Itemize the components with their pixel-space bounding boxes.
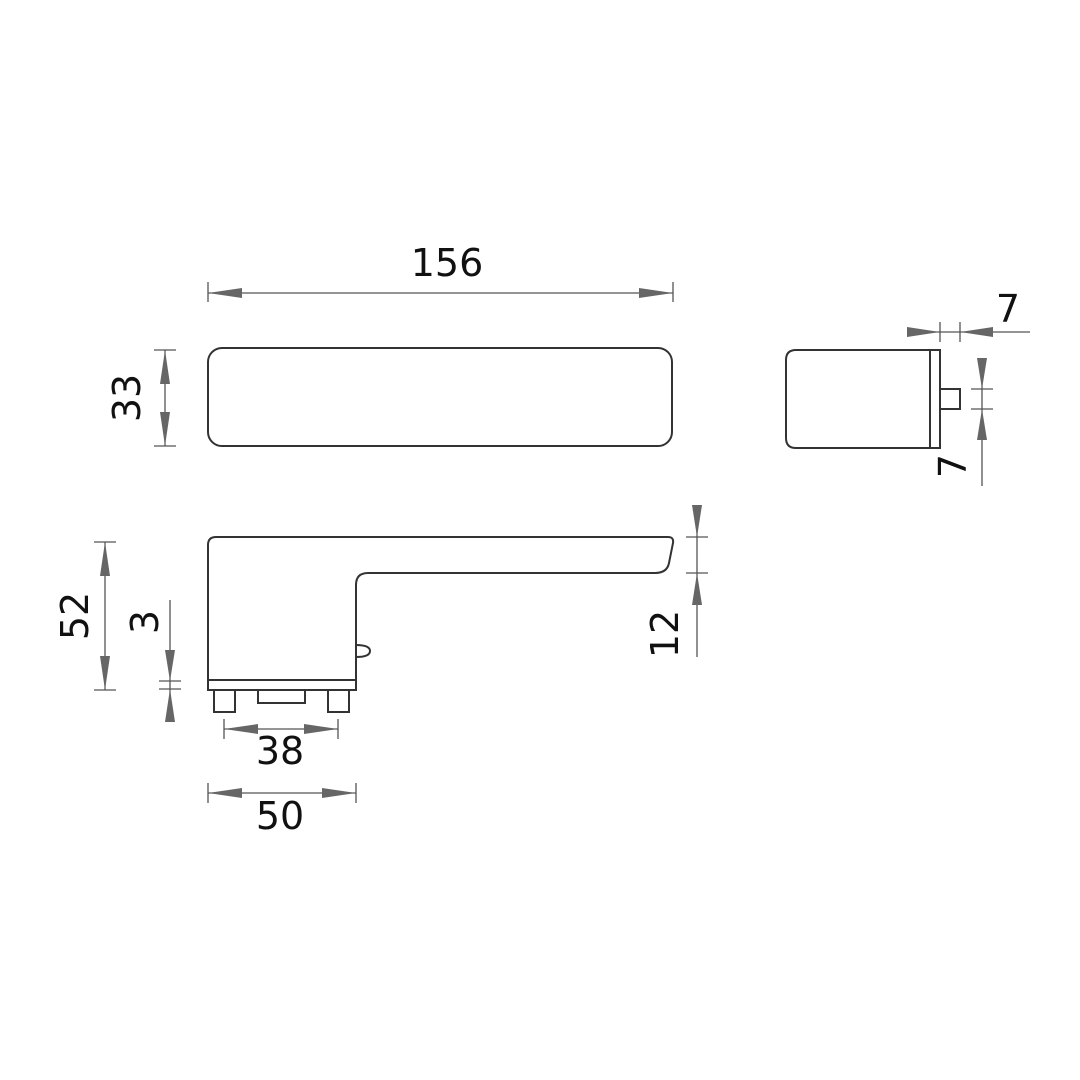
dim-label-length: 156 (411, 241, 484, 285)
dim-rose-length: 50 (207, 783, 357, 838)
dim-label-plate: 3 (123, 610, 167, 634)
dim-label-height: 52 (53, 592, 97, 640)
fixing-post-right (327, 689, 350, 713)
fixing-post-left (213, 689, 236, 713)
dim-plate: 3 (123, 600, 181, 722)
dim-label-width: 33 (105, 374, 149, 422)
lever-top-outline (207, 347, 673, 447)
dim-height: 52 (53, 541, 116, 691)
dim-label-rose-thickness: 7 (996, 287, 1020, 331)
dim-label-spindle: 7 (931, 454, 975, 478)
dim-length: 156 (207, 241, 674, 302)
spindle (939, 388, 961, 410)
dim-spindle: 7 (931, 358, 993, 486)
dim-rose-thickness: 7 (907, 287, 1030, 342)
dim-label-lever-thickness: 12 (643, 610, 687, 658)
dim-label-rose-length: 50 (256, 794, 304, 838)
dim-lever-thickness: 12 (643, 505, 708, 658)
front-view (207, 536, 675, 713)
top-view (207, 347, 673, 447)
dim-width: 33 (105, 349, 176, 447)
dim-label-fixing-distance: 38 (256, 729, 304, 773)
spring-block (257, 689, 306, 704)
dim-fixing-distance: 38 (223, 719, 339, 773)
side-view (785, 349, 961, 449)
